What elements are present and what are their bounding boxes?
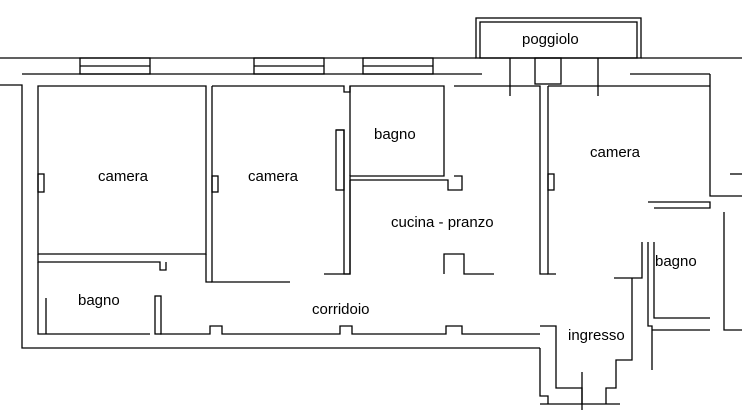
entrance-walls [539,278,633,410]
kitchen-walls [324,58,599,275]
bath-left-label: bagno [78,292,120,309]
bedroom-right-walls [547,85,711,279]
entrance-label: ingresso [568,327,625,344]
bedroom-center-label: camera [248,168,299,185]
bedroom-left-label: camera [98,168,149,185]
balcony-label: poggiolo [522,31,579,48]
bedroom-center-walls [205,85,445,283]
bath-top-label: bagno [374,126,416,143]
bath-right-walls [647,242,710,370]
bath-top-walls [349,86,463,191]
hallway-walls [160,325,540,335]
bath-left-walls [37,262,162,335]
hallway-label: corridoio [312,301,370,318]
kitchen-label: cucina - pranzo [391,214,494,231]
windows [79,57,562,85]
bath-right-label: bagno [655,253,697,270]
bedroom-right-label: camera [590,144,641,161]
